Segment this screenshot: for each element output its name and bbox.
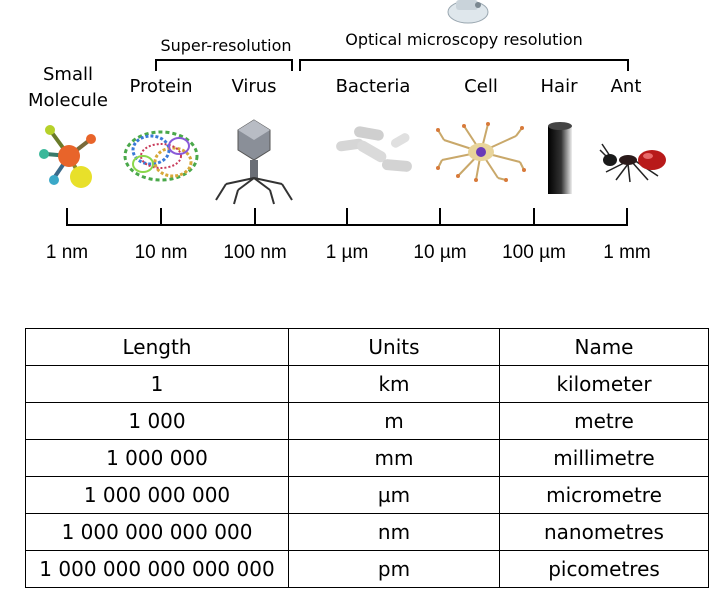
- cell-name: kilometer: [499, 365, 709, 403]
- label-hair: Hair: [540, 76, 578, 97]
- table-row: 1 000 000 000 000 000 pm picometres: [25, 550, 709, 588]
- header-length: Length: [25, 328, 289, 366]
- scale-label-1um: 1 µm: [325, 242, 369, 263]
- cell-units: nm: [288, 513, 500, 551]
- cell-length: 1 000 000 000: [25, 476, 289, 514]
- cell-units: µm: [288, 476, 500, 514]
- cell-length: 1 000 000: [25, 439, 289, 477]
- scale-tick: [439, 208, 441, 225]
- super-resolution-label: Super-resolution: [156, 36, 296, 55]
- header-name: Name: [499, 328, 709, 366]
- cell-name: micrometre: [499, 476, 709, 514]
- header-units: Units: [288, 328, 500, 366]
- cell-length: 1 000 000 000 000: [25, 513, 289, 551]
- scale-tick: [66, 208, 68, 225]
- cell-units: pm: [288, 550, 500, 588]
- scale-tick: [533, 208, 535, 225]
- cell-name: nanometres: [499, 513, 709, 551]
- scale-tick: [346, 208, 348, 225]
- scale-label-1mm: 1 mm: [603, 242, 651, 263]
- virus-icon: [215, 119, 293, 205]
- label-cell: Cell: [464, 76, 498, 97]
- microscope-icon: [447, 0, 489, 24]
- table-row: 1 km kilometer: [25, 365, 709, 403]
- table-row: 1 000 000 000 000 nm nanometres: [25, 513, 709, 551]
- scale-tick: [254, 208, 256, 225]
- table-header-row: Length Units Name: [25, 328, 709, 366]
- cell-length: 1 000: [25, 402, 289, 440]
- scale-label-100nm: 100 nm: [223, 242, 287, 263]
- units-table: Length Units Name 1 km kilometer 1 000 m…: [25, 328, 709, 588]
- label-small-molecule: Small Molecule: [28, 64, 108, 111]
- molecule-icon: [39, 125, 96, 188]
- ant-icon: [599, 143, 666, 183]
- scale-label-100um: 100 µm: [502, 242, 566, 263]
- cell-length: 1 000 000 000 000 000: [25, 550, 289, 588]
- label-virus: Virus: [231, 76, 277, 97]
- label-protein: Protein: [129, 76, 193, 97]
- hair-icon: [548, 122, 572, 194]
- table-row: 1 000 000 000 µm micrometre: [25, 476, 709, 514]
- scale-tick: [160, 208, 162, 225]
- table-row: 1 000 m metre: [25, 402, 709, 440]
- table-row: 1 000 000 mm millimetre: [25, 439, 709, 477]
- optical-resolution-label: Optical microscopy resolution: [341, 30, 587, 49]
- label-bacteria: Bacteria: [335, 76, 411, 97]
- cell-name: millimetre: [499, 439, 709, 477]
- cell-name: picometres: [499, 550, 709, 588]
- cell-units: m: [288, 402, 500, 440]
- protein-icon: [123, 130, 199, 182]
- bacteria-icon: [336, 126, 412, 172]
- scale-label-10um: 10 µm: [413, 242, 467, 263]
- scale-tick: [626, 208, 628, 225]
- cell-length: 1: [25, 365, 289, 403]
- label-ant: Ant: [610, 76, 642, 97]
- cell-name: metre: [499, 402, 709, 440]
- cell-units: km: [288, 365, 500, 403]
- scale-label-1nm: 1 nm: [45, 242, 89, 263]
- scale-label-10nm: 10 nm: [134, 242, 188, 263]
- cell-icon: [436, 122, 526, 182]
- cell-units: mm: [288, 439, 500, 477]
